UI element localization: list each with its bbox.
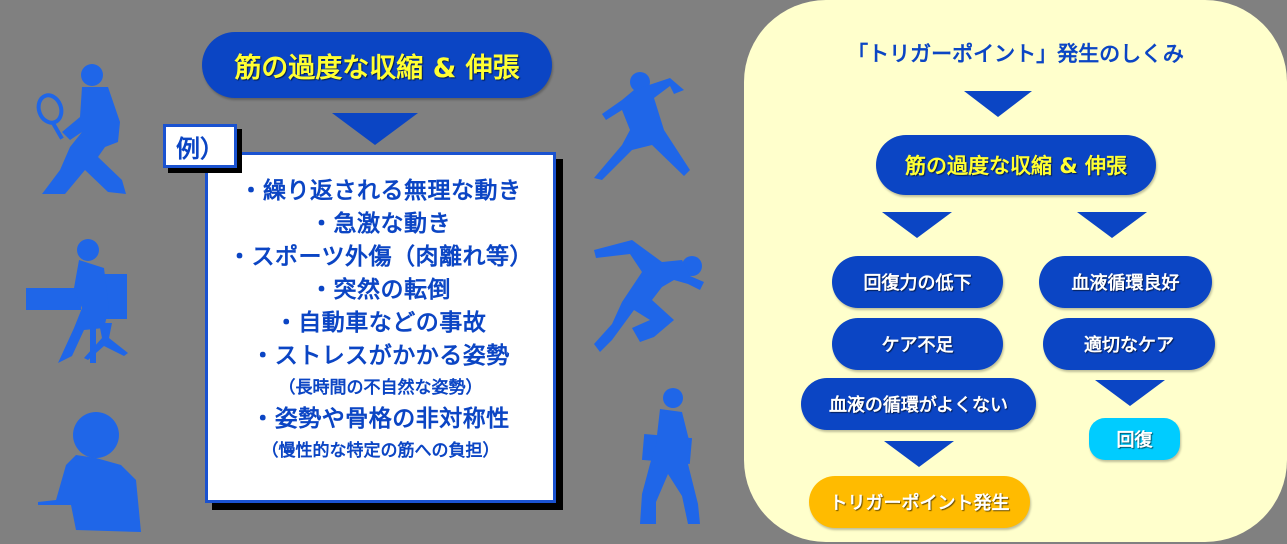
recovery-result: 回復: [1089, 418, 1180, 460]
bad-path-step-text: 回復力の低下: [863, 273, 972, 294]
example-label-text: 例）: [176, 134, 224, 163]
cause-text: 筋の過度な収縮 & 伸張: [905, 154, 1127, 178]
arrow-down-icon: [1095, 380, 1165, 406]
recovery-result-text: 回復: [1116, 430, 1153, 451]
arrow-down-icon: [884, 441, 954, 467]
headline-pill: 筋の過度な収縮 & 伸張: [202, 32, 552, 98]
example-note: （長時間の不自然な姿勢）: [278, 378, 483, 398]
arrow-down-icon: [1077, 212, 1147, 238]
bad-path-step: ケア不足: [832, 318, 1003, 370]
headline-text: 筋の過度な収縮 & 伸張: [234, 52, 520, 84]
good-path-step-text: 適切なケア: [1084, 335, 1174, 356]
example-label: 例）: [163, 124, 237, 168]
sprinter-icon: [592, 232, 712, 352]
example-item: ・急激な動き: [310, 211, 451, 237]
good-path-step-text: 血液循環良好: [1071, 273, 1180, 294]
example-note: （慢性的な特定の筋への負担）: [261, 441, 500, 461]
example-item: ・突然の転倒: [310, 277, 451, 303]
good-path-step: 適切なケア: [1043, 318, 1215, 370]
office-worker-icon: [24, 238, 134, 373]
example-item: ・姿勢や骨格の非対称性: [251, 406, 510, 432]
trigger-point-result-text: トリガーポイント発生: [829, 493, 1010, 514]
phone-caller-icon: [36, 410, 146, 535]
trigger-point-result: トリガーポイント発生: [809, 476, 1030, 528]
bad-path-step-text: ケア不足: [881, 335, 954, 356]
pitcher-icon: [592, 70, 712, 190]
bad-path-step: 回復力の低下: [832, 256, 1003, 308]
cause-pill: 筋の過度な収縮 & 伸張: [876, 135, 1156, 195]
arrow-down-icon: [964, 91, 1032, 117]
tennis-player-icon: [30, 62, 135, 202]
panel-title: 「トリガーポイント」発生のしくみ: [847, 42, 1184, 66]
arrow-down-icon: [332, 113, 418, 145]
bad-path-step-text: 血液の循環がよくない: [828, 395, 1009, 416]
example-item: ・繰り返される無理な動き: [239, 178, 522, 204]
example-item: ・自動車などの事故: [274, 310, 487, 336]
example-item: ・スポーツ外傷（肉離れ等）: [227, 244, 534, 270]
good-path-step: 血液循環良好: [1039, 256, 1212, 308]
bad-path-step: 血液の循環がよくない: [801, 378, 1036, 430]
examples-box: ・繰り返される無理な動き ・急激な動き ・スポーツ外傷（肉離れ等） ・突然の転倒…: [205, 152, 556, 503]
arrow-down-icon: [882, 212, 952, 238]
mechanism-panel: 「トリガーポイント」発生のしくみ 筋の過度な収縮 & 伸張 回復力の低下 ケア不…: [744, 0, 1287, 542]
examples-list: ・繰り返される無理な動き ・急激な動き ・スポーツ外傷（肉離れ等） ・突然の転倒…: [208, 175, 553, 466]
worker-carrying-box-icon: [620, 384, 710, 534]
example-item: ・ストレスがかかる姿勢: [251, 343, 510, 369]
